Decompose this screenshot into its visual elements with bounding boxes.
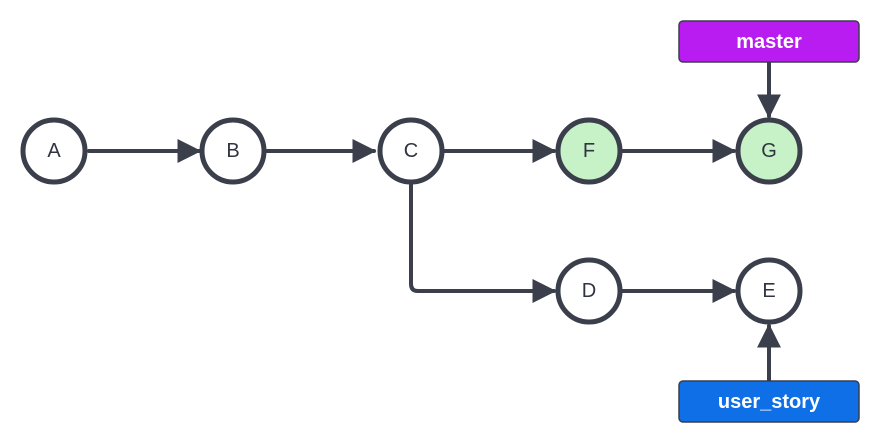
- commit-circle: [555, 257, 623, 325]
- commit-node-c: C: [377, 117, 445, 185]
- branch-label-user-story: user_story: [678, 380, 860, 423]
- commit-label: B: [226, 140, 239, 162]
- branch-label-master: master: [678, 20, 860, 63]
- branch-label-text: master: [736, 31, 802, 53]
- branch-label-box: [678, 380, 860, 423]
- commit-circle: [735, 117, 803, 185]
- commit-label: F: [583, 140, 595, 162]
- commit-label: D: [582, 280, 596, 302]
- commit-label: E: [762, 280, 775, 302]
- commit-node-b: B: [199, 117, 267, 185]
- commit-node-f: F: [555, 117, 623, 185]
- commit-label: A: [47, 140, 61, 162]
- branch-label-text: user_story: [718, 391, 821, 413]
- commit-label: C: [404, 140, 418, 162]
- commit-node-d: D: [555, 257, 623, 325]
- commit-node-e: E: [735, 257, 803, 325]
- commit-circle: [20, 117, 88, 185]
- commit-circle: [199, 117, 267, 185]
- commit-circle: [555, 117, 623, 185]
- commit-label: G: [761, 140, 777, 162]
- commit-circle: [735, 257, 803, 325]
- edge-c-d: [409, 182, 557, 303]
- commit-node-g: G: [735, 117, 803, 185]
- commit-node-a: A: [20, 117, 88, 185]
- commit-circle: [377, 117, 445, 185]
- branch-label-box: [678, 20, 860, 63]
